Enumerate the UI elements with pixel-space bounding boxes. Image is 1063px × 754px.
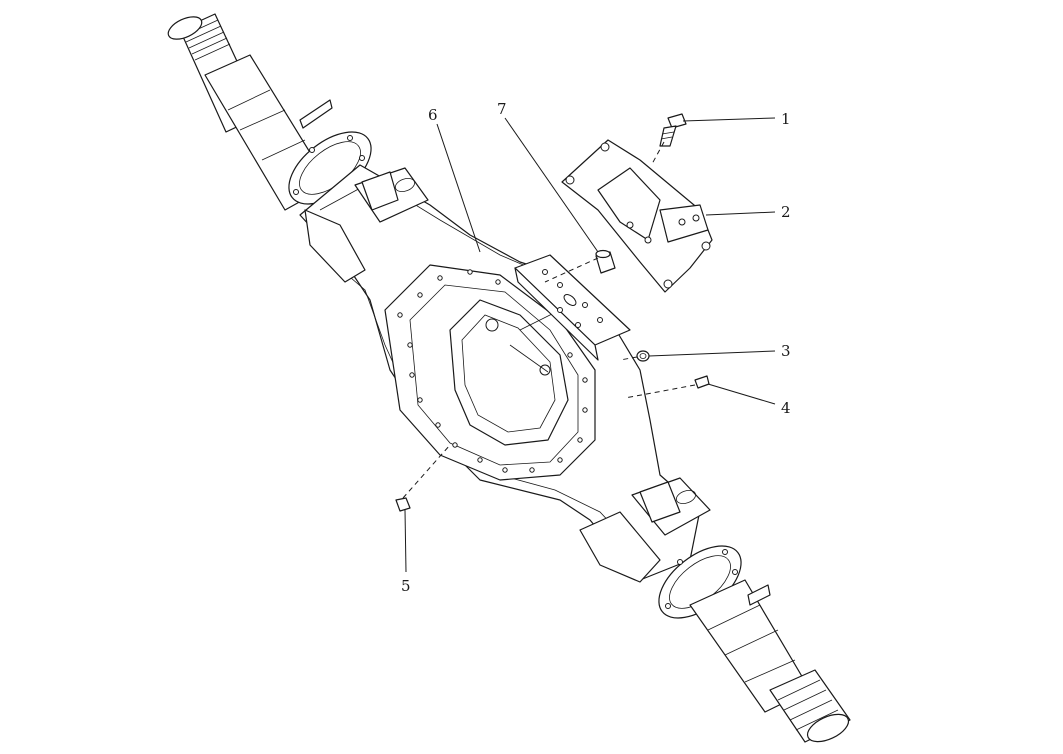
callout-2: 2: [781, 203, 791, 221]
callout-1: 1: [781, 110, 791, 128]
callout-3: 3: [781, 342, 791, 360]
left-flange: [288, 131, 372, 205]
part-7-bushing: [595, 249, 616, 274]
right-spring-seat: [579, 477, 711, 583]
part-5-plug: [395, 497, 411, 512]
part-1-bolt: [659, 113, 687, 147]
part-4-bolt: [694, 375, 710, 389]
top-mounting-pad: [514, 254, 631, 361]
callout-5: 5: [401, 577, 411, 595]
assembly-lines: [402, 141, 696, 499]
part-3-nut: [636, 350, 650, 362]
callout-7: 7: [497, 100, 507, 118]
right-spindle: [689, 579, 851, 743]
flange-bolt-holes: [397, 269, 588, 473]
callout-4: 4: [781, 399, 791, 417]
left-spring-seat: [304, 167, 429, 283]
callout-6: 6: [428, 106, 438, 124]
leader-lines: [404, 117, 776, 573]
part-2-bracket: [561, 139, 713, 293]
